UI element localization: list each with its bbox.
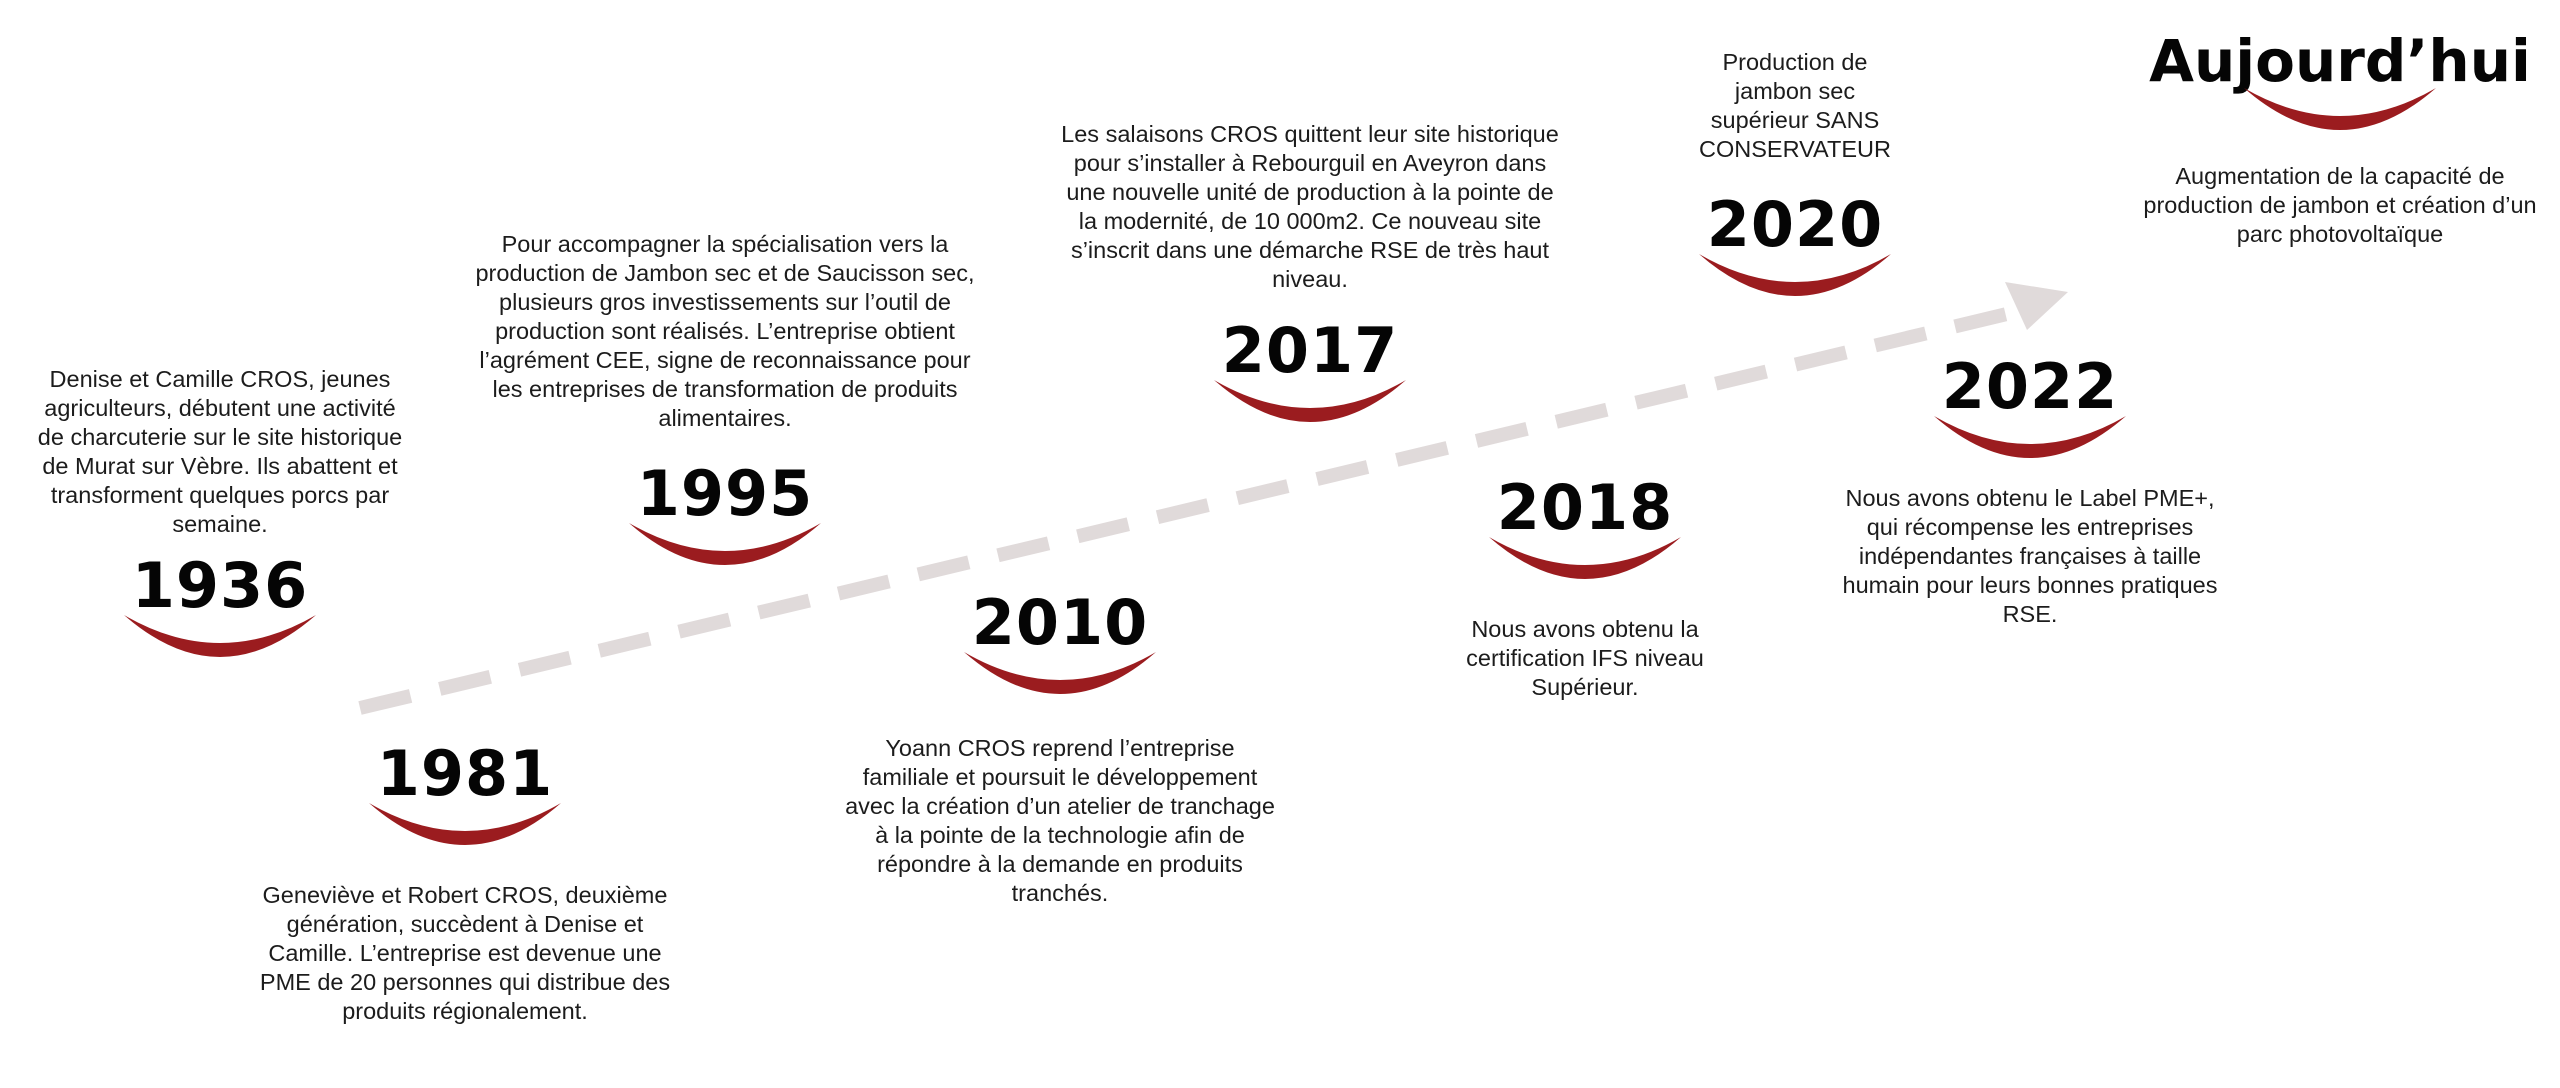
event-2018-arc	[1489, 537, 1681, 579]
event-1936-description: Denise et Camille CROS, jeunes agriculte…	[37, 366, 403, 537]
timeline-event-2018: 2018 Nous avons obtenu la certification …	[1435, 477, 1735, 702]
event-2022-description: Nous avons obtenu le Label PME+, qui réc…	[1842, 485, 2218, 627]
event-1981-description: Geneviève et Robert CROS, deuxième génér…	[259, 882, 671, 1024]
event-2020-description: Production de jambon sec supérieur SANS …	[1699, 49, 1891, 162]
event-2017-year: 2017	[1221, 314, 1399, 387]
timeline-event-2020: Production de jambon sec supérieur SANS …	[1655, 48, 1935, 302]
event-2017-description: Les salaisons CROS quittent leur site hi…	[1061, 121, 1559, 292]
timeline-event-1981: 1981 Geneviève et Robert CROS, deuxième …	[245, 743, 685, 1026]
event-2010-year: 2010	[971, 586, 1149, 659]
timeline-event-today: Aujourd’hui Augmentation de la capacité …	[2130, 32, 2550, 249]
event-1995-arc	[629, 523, 821, 565]
timeline-event-2017: Les salaisons CROS quittent leur site hi…	[1050, 120, 1570, 428]
event-1981-year: 1981	[376, 737, 554, 810]
event-2020-year: 2020	[1706, 188, 1884, 261]
event-1936-year: 1936	[131, 549, 309, 622]
event-2022-year: 2022	[1941, 350, 2119, 423]
timeline-event-2022: 2022 Nous avons obtenu le Label PME+, qu…	[1830, 356, 2230, 629]
event-today-arc	[2244, 88, 2436, 130]
event-2017-arc	[1214, 380, 1406, 422]
event-2018-year: 2018	[1496, 471, 1674, 544]
timeline-event-2010: 2010 Yoann CROS reprend l’entreprise fam…	[840, 592, 1280, 908]
event-1995-description: Pour accompagner la spécialisation vers …	[475, 231, 975, 431]
event-2010-description: Yoann CROS reprend l’entreprise familial…	[845, 735, 1275, 906]
timeline-event-1995: Pour accompagner la spécialisation vers …	[465, 230, 985, 571]
event-1995-year: 1995	[636, 457, 814, 530]
timeline-arrow-head	[2005, 282, 2068, 330]
event-2022-arc	[1934, 416, 2126, 458]
event-2010-arc	[964, 652, 1156, 694]
event-1981-arc	[369, 803, 561, 845]
event-1936-arc	[124, 615, 316, 657]
event-today-year: Aujourd’hui	[2149, 27, 2531, 95]
event-2018-description: Nous avons obtenu la certification IFS n…	[1466, 616, 1704, 700]
event-today-description: Augmentation de la capacité de productio…	[2143, 163, 2537, 247]
event-2020-arc	[1699, 254, 1891, 296]
timeline-event-1936: Denise et Camille CROS, jeunes agriculte…	[20, 365, 420, 663]
